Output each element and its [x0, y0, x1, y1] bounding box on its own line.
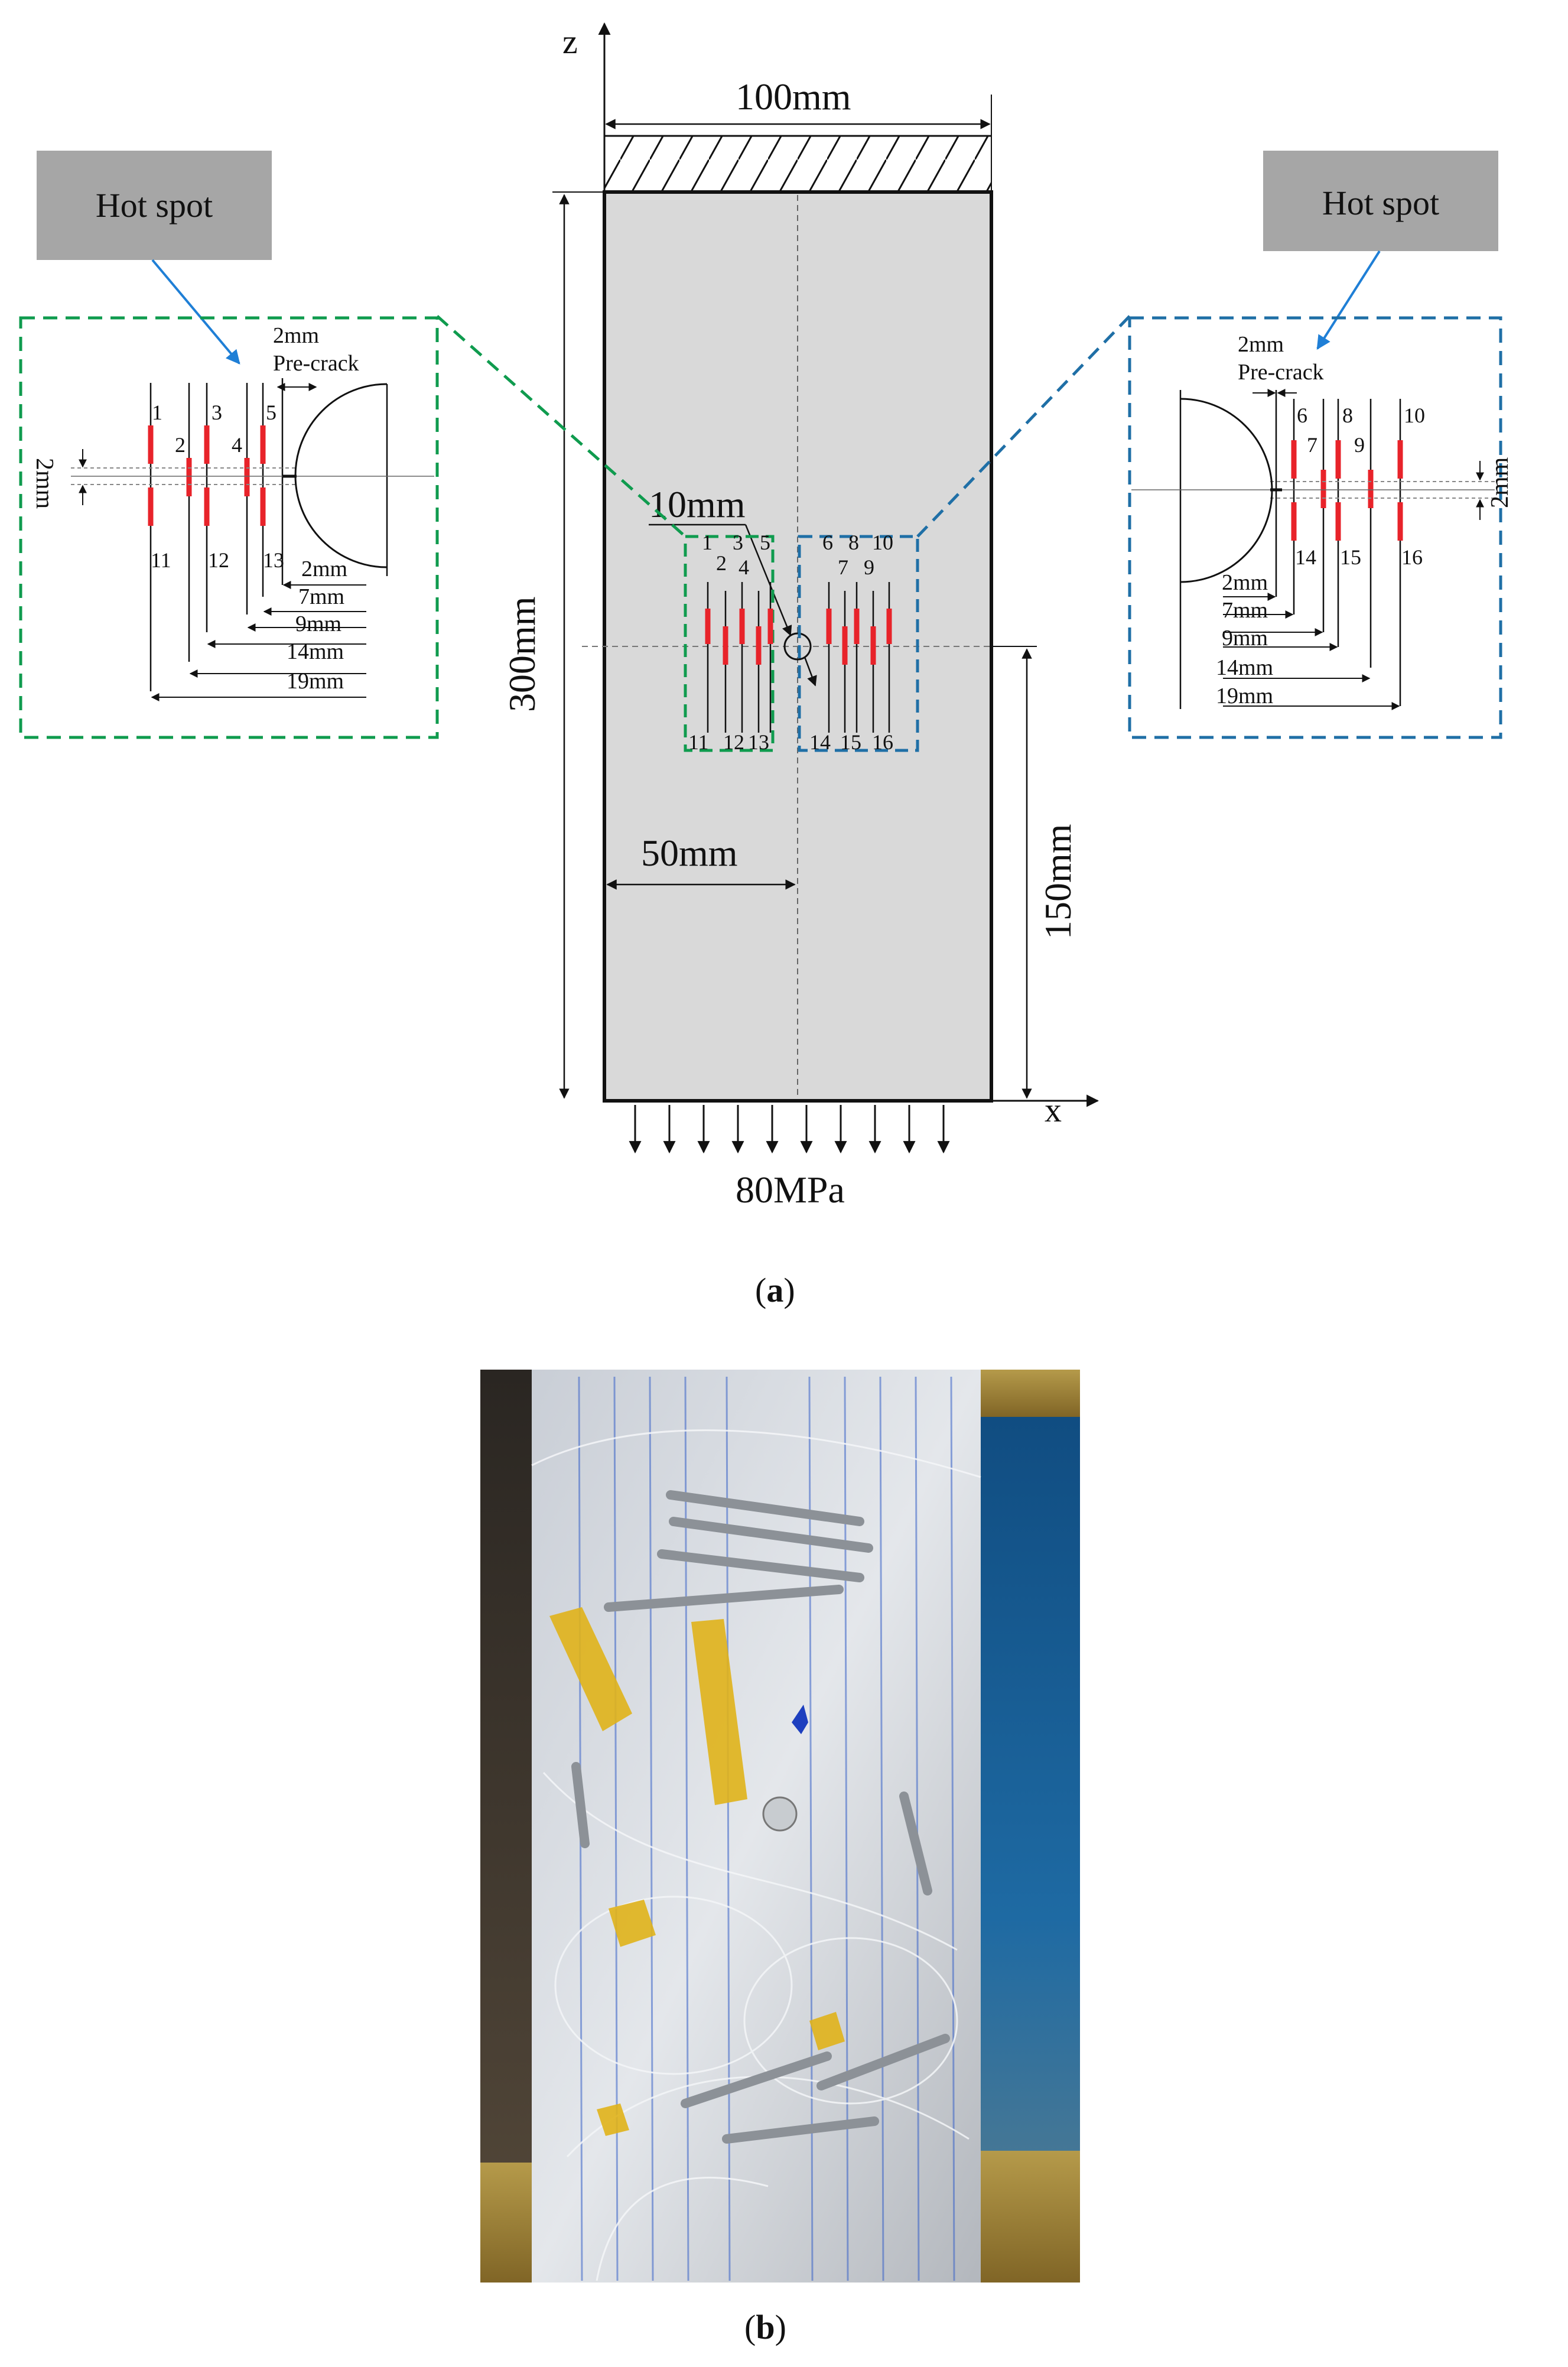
right-offset-2mm: 2mm	[1222, 570, 1268, 595]
center-label-16: 16	[872, 730, 893, 754]
x-axis-label: x	[1045, 1091, 1062, 1129]
right-label-14: 14	[1295, 545, 1316, 569]
center-label-7: 7	[838, 555, 848, 579]
right-offset-7mm: 7mm	[1222, 598, 1268, 623]
half-width-dimension-label: 50mm	[641, 832, 738, 874]
left-offset-7mm: 7mm	[298, 584, 344, 609]
right-label-6: 6	[1297, 404, 1307, 427]
hole-leader	[744, 524, 792, 636]
left-crack-band-label: 2mm	[31, 458, 58, 509]
right-hot-spot-label: Hot spot	[1322, 184, 1439, 222]
right-offset-14mm: 14mm	[1216, 655, 1273, 680]
center-label-13: 13	[748, 730, 769, 754]
load-arrows	[629, 1105, 950, 1154]
center-label-10: 10	[872, 531, 893, 554]
right-detail-lines	[1179, 390, 1401, 709]
left-label-2: 2	[175, 433, 186, 457]
right-crack-band-label: 2mm	[1486, 457, 1514, 508]
left-label-12: 12	[208, 548, 229, 572]
photo-blue-mark	[792, 1705, 808, 1734]
left-offset-dimensions	[151, 581, 366, 701]
photo-kapton-tape	[549, 1607, 845, 2136]
left-label-11: 11	[151, 548, 171, 572]
left-detail-connector	[436, 315, 687, 538]
photo-plate	[532, 1370, 981, 2283]
left-label-13: 13	[263, 548, 284, 572]
caption-b: (b)	[744, 2308, 786, 2346]
center-label-3: 3	[733, 531, 743, 554]
right-label-10: 10	[1404, 404, 1425, 427]
width-dimension-label: 100mm	[736, 76, 851, 118]
clamp-hatch	[604, 136, 991, 192]
right-label-16: 16	[1401, 545, 1423, 569]
left-label-4: 4	[232, 433, 242, 457]
right-detail-box	[1128, 316, 1502, 739]
right-pre-crack-label: Pre-crack	[1238, 360, 1324, 385]
z-axis-label: z	[562, 22, 578, 61]
center-label-2: 2	[716, 551, 727, 575]
photo-grid-lines	[578, 1376, 955, 2281]
center-label-15: 15	[840, 730, 861, 754]
left-label-3: 3	[212, 401, 222, 424]
specimen-schematic: z x 100mm 300mm 150mm 50mm 10mm	[19, 22, 1514, 1211]
right-label-9: 9	[1354, 433, 1365, 457]
left-offset-14mm: 14mm	[287, 639, 344, 664]
photo-center-hole	[762, 1796, 798, 1832]
photo-sensor-tubes	[571, 1490, 950, 2144]
center-label-9: 9	[864, 555, 874, 579]
left-hot-spot-label: Hot spot	[96, 186, 213, 225]
photo-grip-bottom-left	[480, 2163, 545, 2283]
center-label-14: 14	[809, 730, 831, 754]
center-label-11: 11	[688, 730, 709, 754]
center-label-6: 6	[822, 531, 833, 554]
hole-dimension-label: 10mm	[649, 483, 746, 525]
left-hot-spot-box	[37, 151, 272, 260]
right-hole-arc	[1180, 398, 1273, 583]
photo-fibers	[531, 1429, 981, 2281]
right-offset-9mm: 9mm	[1222, 626, 1268, 651]
left-hot-spot-arrow	[151, 259, 240, 365]
right-label-7: 7	[1307, 433, 1317, 457]
right-pre-crack-gap-label: 2mm	[1238, 332, 1284, 357]
left-label-1: 1	[152, 401, 162, 424]
right-hot-spot-box	[1263, 151, 1498, 251]
center-region-right	[798, 535, 919, 752]
left-offset-2mm: 2mm	[301, 557, 347, 581]
left-offset-9mm: 9mm	[295, 612, 341, 636]
photo-grip-top-right	[981, 1370, 1080, 1417]
photo-grip-bottom-right	[981, 2151, 1080, 2283]
photo-background-right	[981, 1370, 1080, 2283]
load-label: 80MPa	[736, 1169, 845, 1211]
left-pre-crack-gap-label: 2mm	[273, 323, 319, 348]
right-label-8: 8	[1342, 404, 1353, 427]
left-offset-19mm: 19mm	[287, 669, 344, 694]
right-hot-spot-arrow	[1316, 250, 1381, 350]
photo-frame	[480, 1370, 1080, 2283]
half-height-dimension-label: 150mm	[1037, 824, 1079, 939]
center-label-4: 4	[739, 555, 749, 579]
center-label-12: 12	[723, 730, 744, 754]
right-detail-connector	[916, 315, 1131, 538]
right-offset-dimensions	[1223, 593, 1400, 710]
left-hole-arc	[294, 383, 388, 568]
center-right-grating-marks	[826, 609, 892, 665]
center-label-5: 5	[760, 531, 770, 554]
caption-a: (a)	[755, 1271, 795, 1309]
left-detail-box	[19, 316, 439, 739]
center-hole	[783, 632, 812, 661]
center-label-8: 8	[848, 531, 859, 554]
left-label-5: 5	[266, 401, 276, 424]
right-label-15: 15	[1340, 545, 1361, 569]
center-region-left	[684, 535, 775, 752]
left-pre-crack-label: Pre-crack	[273, 351, 359, 376]
right-offset-19mm: 19mm	[1216, 684, 1273, 708]
center-label-1: 1	[702, 531, 713, 554]
height-dimension-label: 300mm	[501, 596, 543, 712]
center-left-grating-marks	[705, 609, 773, 665]
